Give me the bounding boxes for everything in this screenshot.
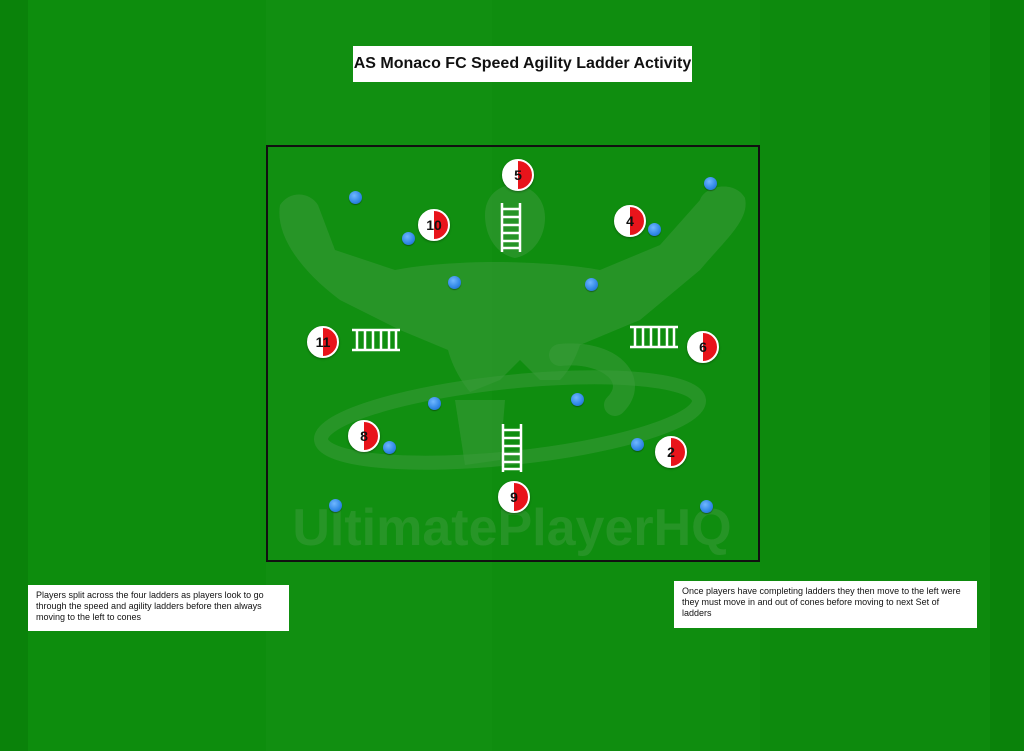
- player-marker-6: 6: [687, 331, 719, 363]
- cone: [383, 441, 396, 454]
- cone: [428, 397, 441, 410]
- pitch-stripe: [0, 0, 28, 751]
- note-right: Once players have completing ladders the…: [674, 581, 977, 628]
- cone: [704, 177, 717, 190]
- cone: [648, 223, 661, 236]
- note-left: Players split across the four ladders as…: [28, 585, 289, 631]
- drill-area: [266, 145, 760, 562]
- cone: [700, 500, 713, 513]
- pitch-stripe: [990, 0, 1024, 751]
- ladder-bottom: [501, 424, 523, 472]
- pitch-stripe: [266, 0, 492, 751]
- cone: [631, 438, 644, 451]
- player-marker-8: 8: [348, 420, 380, 452]
- player-marker-4: 4: [614, 205, 646, 237]
- cone: [571, 393, 584, 406]
- player-marker-11: 11: [307, 326, 339, 358]
- diagram-title: AS Monaco FC Speed Agility Ladder Activi…: [353, 46, 692, 82]
- watermark-swoosh: [313, 343, 707, 470]
- ladder-left: [352, 328, 400, 352]
- player-marker-10: 10: [418, 209, 450, 241]
- cone: [448, 276, 461, 289]
- player-marker-2: 2: [655, 436, 687, 468]
- player-marker-5: 5: [502, 159, 534, 191]
- ladder-top: [500, 203, 522, 252]
- player-marker-9: 9: [498, 481, 530, 513]
- cone: [585, 278, 598, 291]
- ladder-right: [630, 325, 678, 349]
- cone: [329, 499, 342, 512]
- cone: [402, 232, 415, 245]
- watermark-figure: [279, 185, 746, 465]
- cone: [349, 191, 362, 204]
